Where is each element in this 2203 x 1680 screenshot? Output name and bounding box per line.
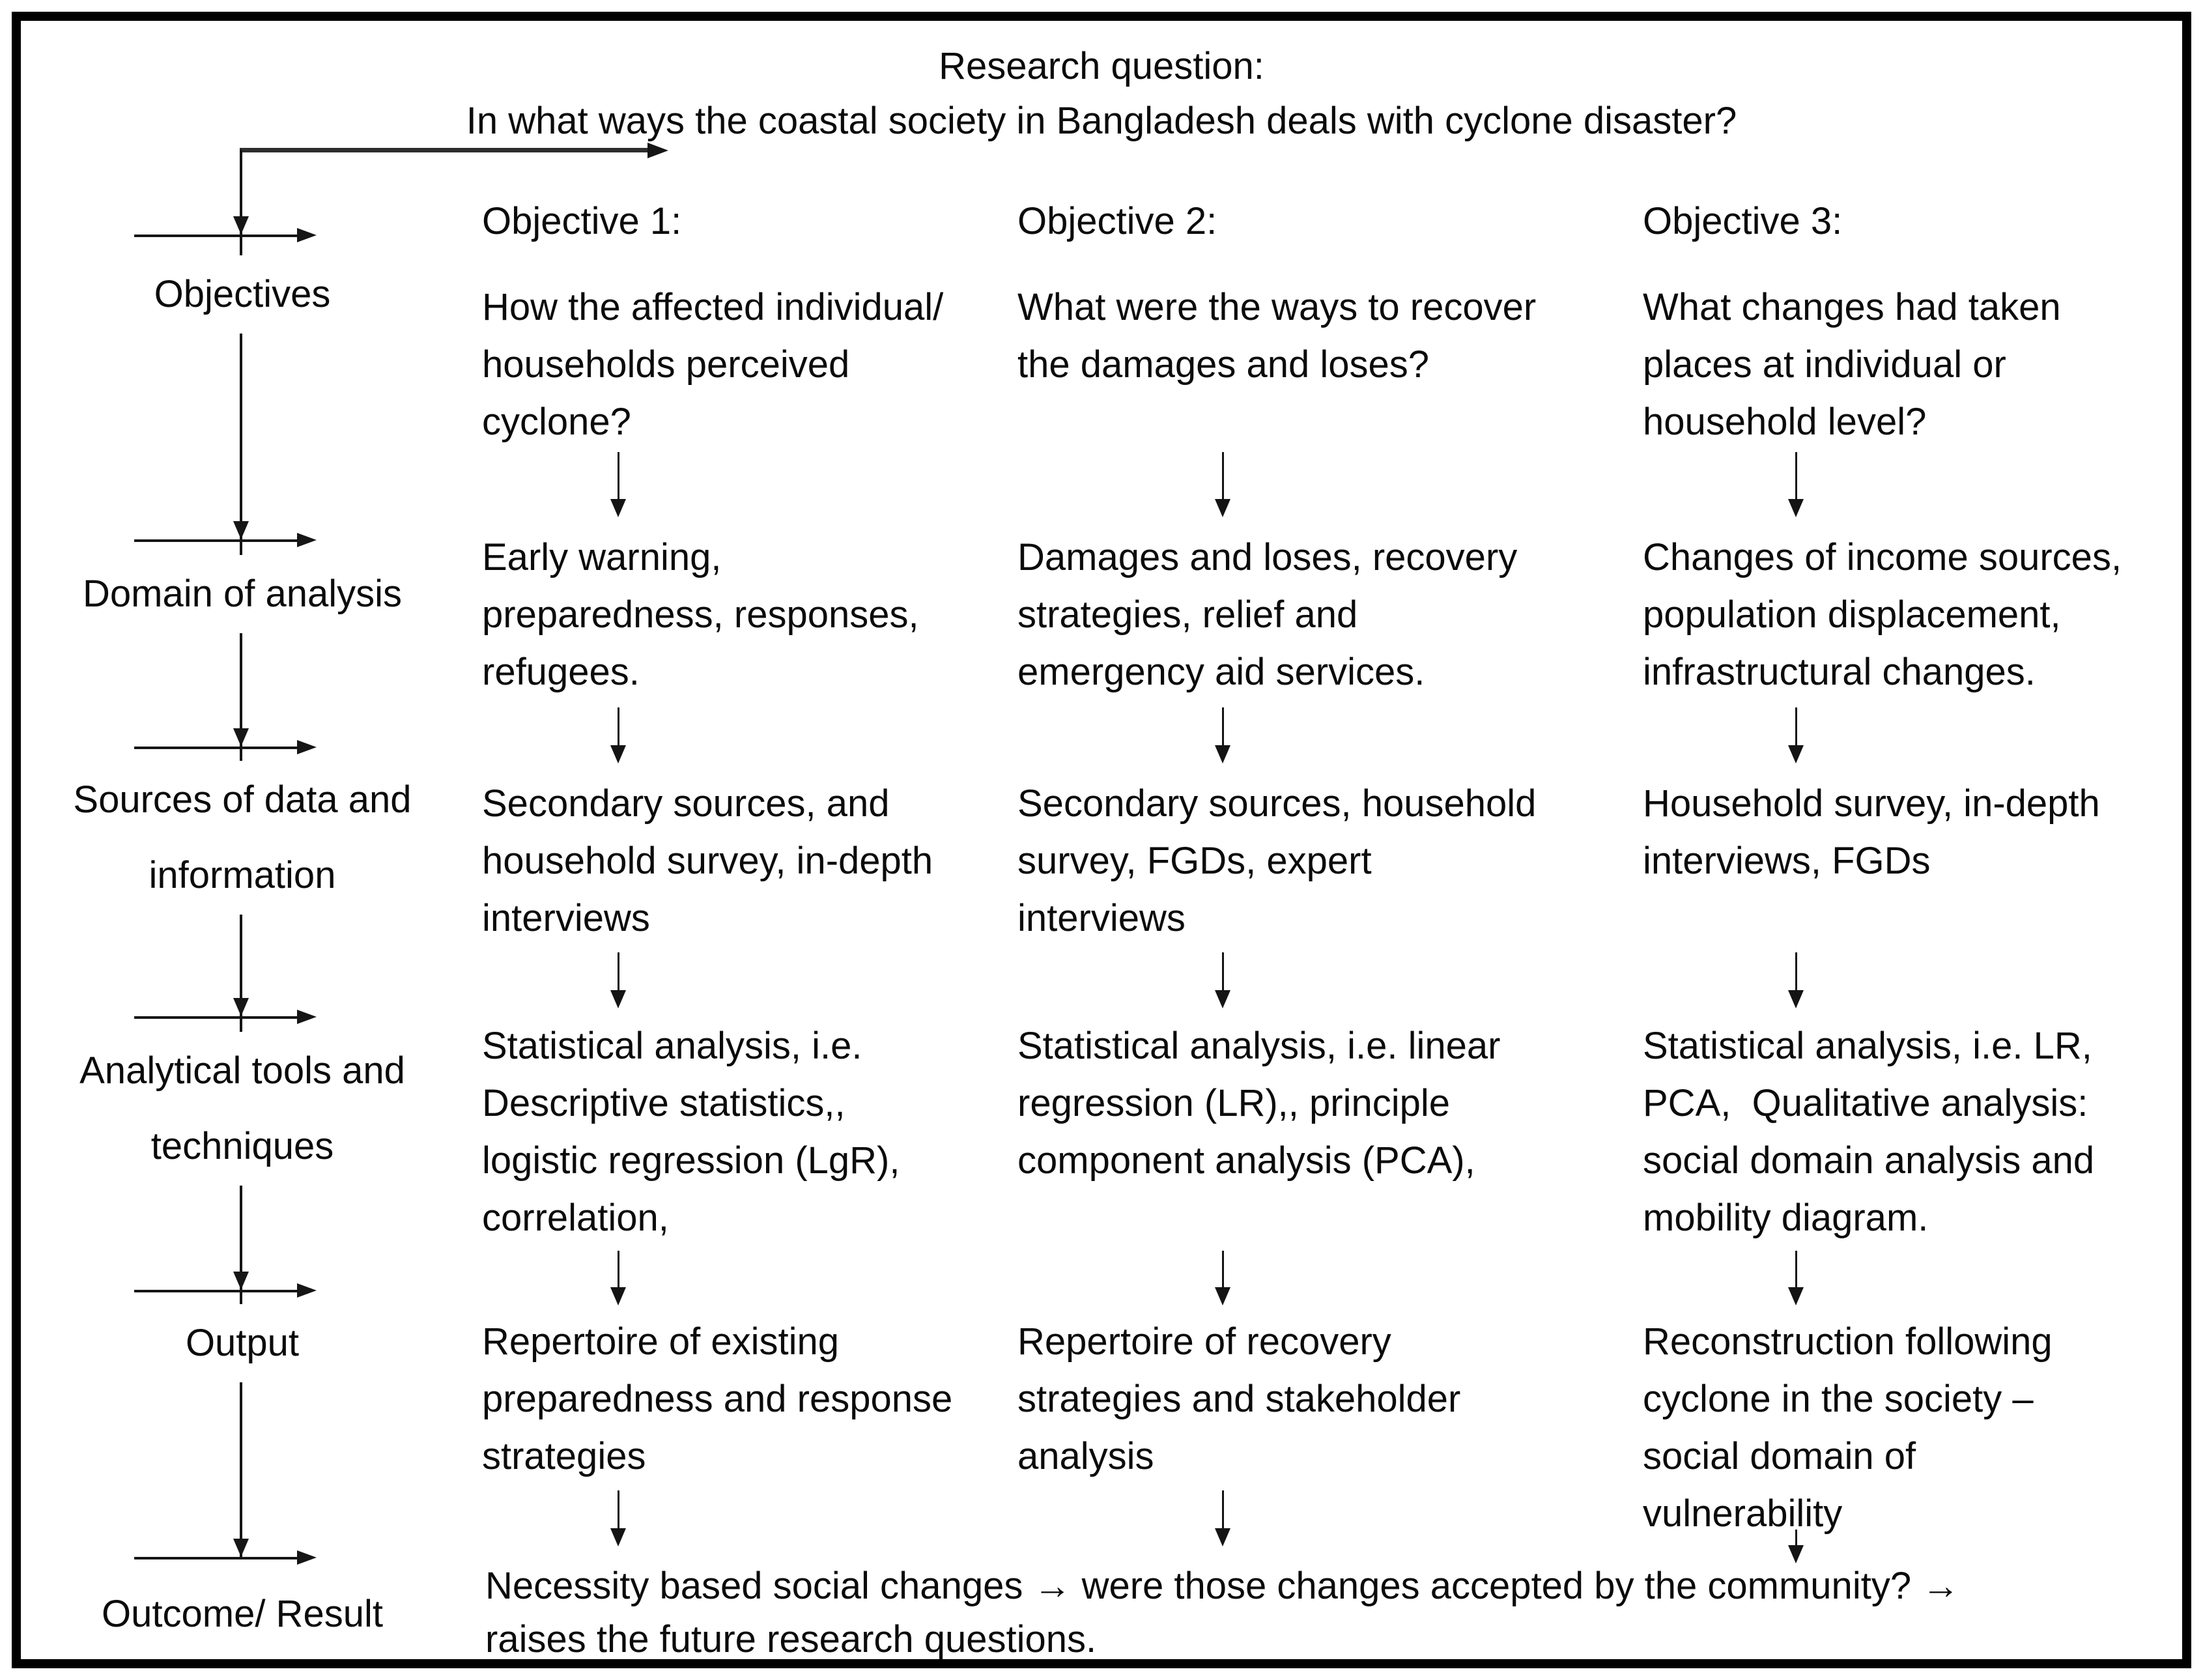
row-label-outcome-result: Outcome/ Result [36,1575,448,1653]
objective-3-output: Reconstruction following cyclone in the … [1643,1320,2053,1535]
flow-arrow-down-icon [1215,452,1230,517]
flow-arrow-down-icon [610,1251,626,1305]
objective-1-header: Objective 1: [482,200,682,242]
spine-arrow-down-icon [233,728,249,747]
objective-2-output: Repertoire of recovery strategies and st… [1017,1320,1461,1477]
research-question-text: In what ways the coastal society in Bang… [466,100,1737,142]
cross-arrow-right-icon [297,228,317,242]
objective-2-domain: Damages and loses, recovery strategies, … [1017,536,1518,693]
flow-arrow-down-icon [1215,1490,1230,1546]
spine-arrow-down-icon [233,998,249,1016]
objective-1-analytical: Statistical analysis, i.e. Descriptive s… [482,1025,900,1239]
cross-arrow-right-icon [297,1550,317,1565]
outcome-result-text: Necessity based social changes → were th… [485,1565,1960,1660]
objective-3-analytical: Statistical analysis, i.e. LR, PCA, Qual… [1643,1025,2095,1239]
row-label-sources-of-data: Sources of data and information [36,761,448,915]
cross-arrow-line [134,539,297,542]
flow-arrow-down-icon [1215,1251,1230,1305]
flow-arrow-down-icon [1788,1530,1804,1563]
cross-arrow-line [134,747,297,749]
cross-arrow-line [134,1557,297,1559]
flow-arrow-down-icon [1788,707,1804,763]
research-question-heading: Research question: [939,45,1264,87]
cross-arrow-right-icon [297,1283,317,1298]
objective-1-question: How the affected individual/ households … [482,286,944,443]
objective-1-sources: Secondary sources, and household survey,… [482,782,933,939]
objective-1-output: Repertoire of existing preparedness and … [482,1320,953,1477]
objective-3-question: What changes had taken places at individ… [1643,286,2061,443]
cross-arrow-line [134,1016,297,1019]
row-label-objectives: Objectives [36,255,448,334]
objective-2-sources: Secondary sources, household survey, FGD… [1017,782,1537,939]
spine-arrow-down-icon [233,216,249,235]
flow-arrow-down-icon [1788,952,1804,1008]
row-label-output: Output [36,1304,448,1382]
objective-3-header: Objective 3: [1643,200,1843,242]
flow-arrow-down-icon [610,707,626,763]
spine-arrow-down-icon [233,1272,249,1290]
outer-border [12,12,2191,1668]
flow-arrow-down-icon [610,952,626,1008]
objective-3-domain: Changes of income sources, population di… [1643,536,2122,693]
objective-2-header: Objective 2: [1017,200,1217,242]
elbow-arrow-line [240,148,647,152]
cross-arrow-line [134,1290,297,1292]
elbow-arrow-right-icon [647,143,668,158]
flow-arrow-down-icon [1215,707,1230,763]
flow-arrow-down-icon [1788,1251,1804,1305]
objective-3-sources: Household survey, in-depth interviews, F… [1643,782,2100,882]
objective-2-analytical: Statistical analysis, i.e. linear regres… [1017,1025,1501,1182]
flow-arrow-down-icon [1788,452,1804,517]
row-label-domain-of-analysis: Domain of analysis [36,555,448,633]
spine-arrow-down-icon [233,521,249,539]
cross-arrow-right-icon [297,1010,317,1024]
row-label-analytical-tools: Analytical tools and techniques [36,1032,448,1186]
flow-arrow-down-icon [610,1490,626,1546]
cross-arrow-right-icon [297,533,317,547]
objective-2-question: What were the ways to recover the damage… [1017,286,1537,386]
flow-arrow-down-icon [1215,952,1230,1008]
cross-arrow-right-icon [297,740,317,754]
cross-arrow-line [134,235,297,237]
objective-1-domain: Early warning, preparedness, responses, … [482,536,919,693]
spine-arrow-down-icon [233,1539,249,1557]
flow-arrow-down-icon [610,452,626,517]
